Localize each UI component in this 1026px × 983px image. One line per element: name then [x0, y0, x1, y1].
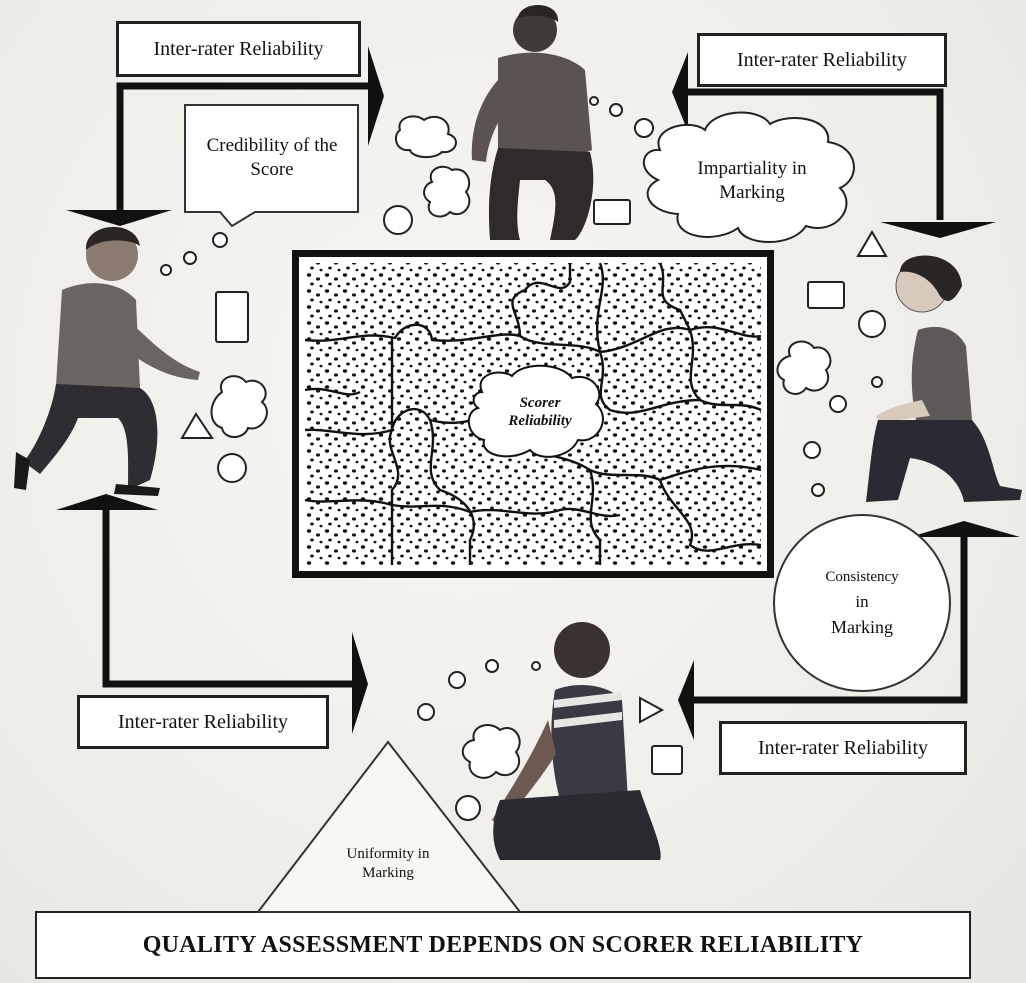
uniformity-triangle: [255, 740, 523, 913]
person-bottom: [492, 622, 661, 860]
cycle-connectors: [102, 82, 968, 704]
arrow-out-left-man: [56, 494, 158, 510]
arrow-into-man-left: [66, 210, 172, 226]
connector-bottom-right: [684, 527, 968, 704]
thought-cloud: [642, 111, 855, 243]
inter-rater-box-bottom-right: Inter-rater Reliability: [720, 722, 966, 774]
consistency-circle-text: Consistency in Marking: [790, 540, 934, 666]
inter-rater-box-top-left: Inter-rater Reliability: [117, 22, 360, 76]
center-line-1: Scorer: [519, 395, 561, 411]
arrow-into-bottom-right: [678, 660, 694, 740]
arrow-into-top-man-right: [672, 52, 688, 132]
floating-shapes: [160, 96, 888, 821]
consistency-line-2: in: [855, 591, 869, 611]
footer-frame: [35, 911, 971, 979]
cloud-text: Impartiality in Marking: [697, 158, 807, 203]
person-left: [14, 226, 200, 496]
consistency-line-1: Consistency: [825, 568, 899, 585]
puzzle-piece-lines: [304, 262, 762, 565]
arrow-into-right-boy: [880, 222, 996, 238]
center-cloud-text: Scorer Reliability: [484, 380, 596, 444]
connector-top-left: [116, 82, 372, 215]
inter-rater-box-top-right: Inter-rater Reliability: [698, 34, 946, 86]
speech-bubble-text: Credibility of the Score: [206, 135, 338, 180]
arrow-into-bottom-left: [352, 632, 368, 734]
puzzle-board: [292, 250, 774, 578]
person-top: [471, 4, 594, 240]
consistency-circle: [773, 514, 951, 692]
consistency-line-3: Marking: [831, 616, 893, 637]
connector-top-right: [678, 88, 944, 220]
cycle-arrowheads: [56, 46, 1020, 740]
center-cloud: [468, 364, 604, 458]
speech-bubble: [184, 104, 359, 228]
arrow-out-right-boy: [910, 521, 1020, 537]
person-right: [866, 255, 1022, 502]
uniformity-triangle-text: Uniformity in Marking: [346, 846, 430, 881]
footer-title: QUALITY ASSESSMENT DEPENDS ON SCORER REL…: [142, 932, 864, 958]
inter-rater-box-bottom-left: Inter-rater Reliability: [78, 696, 328, 748]
connector-bottom-left: [102, 500, 360, 688]
center-line-2: Reliability: [508, 413, 572, 429]
arrow-into-top-man: [368, 46, 384, 146]
